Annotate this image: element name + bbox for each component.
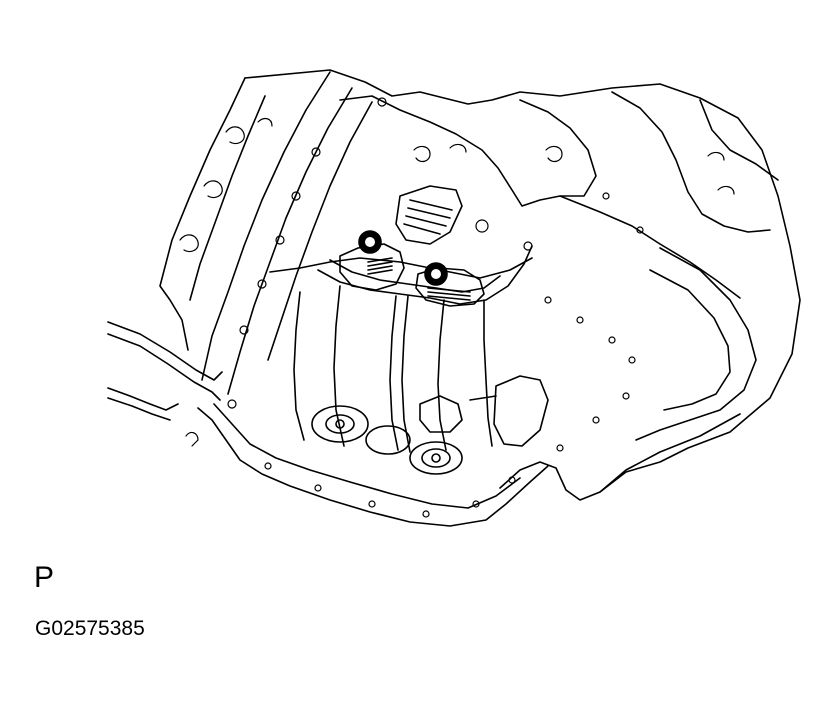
block-right-flange [635, 247, 757, 441]
grille-right [427, 287, 471, 301]
left-tube-upper [107, 321, 223, 381]
flange-bolt-holes [227, 97, 644, 518]
block-surface-details [179, 117, 735, 447]
block-lower-edge [599, 413, 741, 493]
right-mount-arm [469, 395, 497, 401]
left-tube-lower [107, 333, 221, 401]
drain-boss-left [311, 405, 369, 443]
block-right-flange-inner [649, 269, 731, 411]
left-tube-end [107, 387, 179, 411]
strainer-grille [403, 199, 453, 235]
bolt-right [424, 262, 448, 286]
strainer-housing [395, 185, 463, 245]
pan-rib-mid [389, 295, 399, 451]
grille-left [367, 257, 393, 275]
pan-rib-left [293, 291, 305, 441]
figure-code: G02575385 [35, 617, 145, 640]
oil-pan-outline [197, 407, 549, 527]
pan-rib-far-right [483, 299, 493, 447]
left-tube-end-2 [107, 397, 171, 421]
oil-pan-flange-inner [213, 403, 521, 509]
block-rib-3 [699, 99, 779, 181]
bolt-left [358, 230, 382, 254]
block-rib-2 [611, 91, 771, 233]
drain-boss-right [409, 441, 463, 475]
left-rail-inner-2 [201, 71, 331, 381]
left-rail-outer [159, 77, 246, 351]
left-rail-inner-3 [227, 87, 353, 395]
view-label: P [34, 561, 55, 594]
block-rib-1 [519, 99, 597, 197]
baffle-arc-inner [329, 259, 501, 293]
block-upper-edge [339, 95, 741, 299]
right-mount [493, 375, 549, 447]
pan-rib-mid-left [333, 285, 345, 447]
left-rail-inner-4 [267, 101, 373, 361]
oil-pan-top-edge [269, 257, 533, 279]
engine-block-outline [244, 69, 801, 501]
pan-rib-right [437, 299, 447, 451]
drain-bracket [419, 395, 463, 433]
pan-rib-mid-right [401, 295, 411, 453]
left-rail-inner-1 [189, 95, 266, 301]
drain-boss-center [365, 425, 411, 455]
pickup-bracket-right [415, 267, 485, 307]
